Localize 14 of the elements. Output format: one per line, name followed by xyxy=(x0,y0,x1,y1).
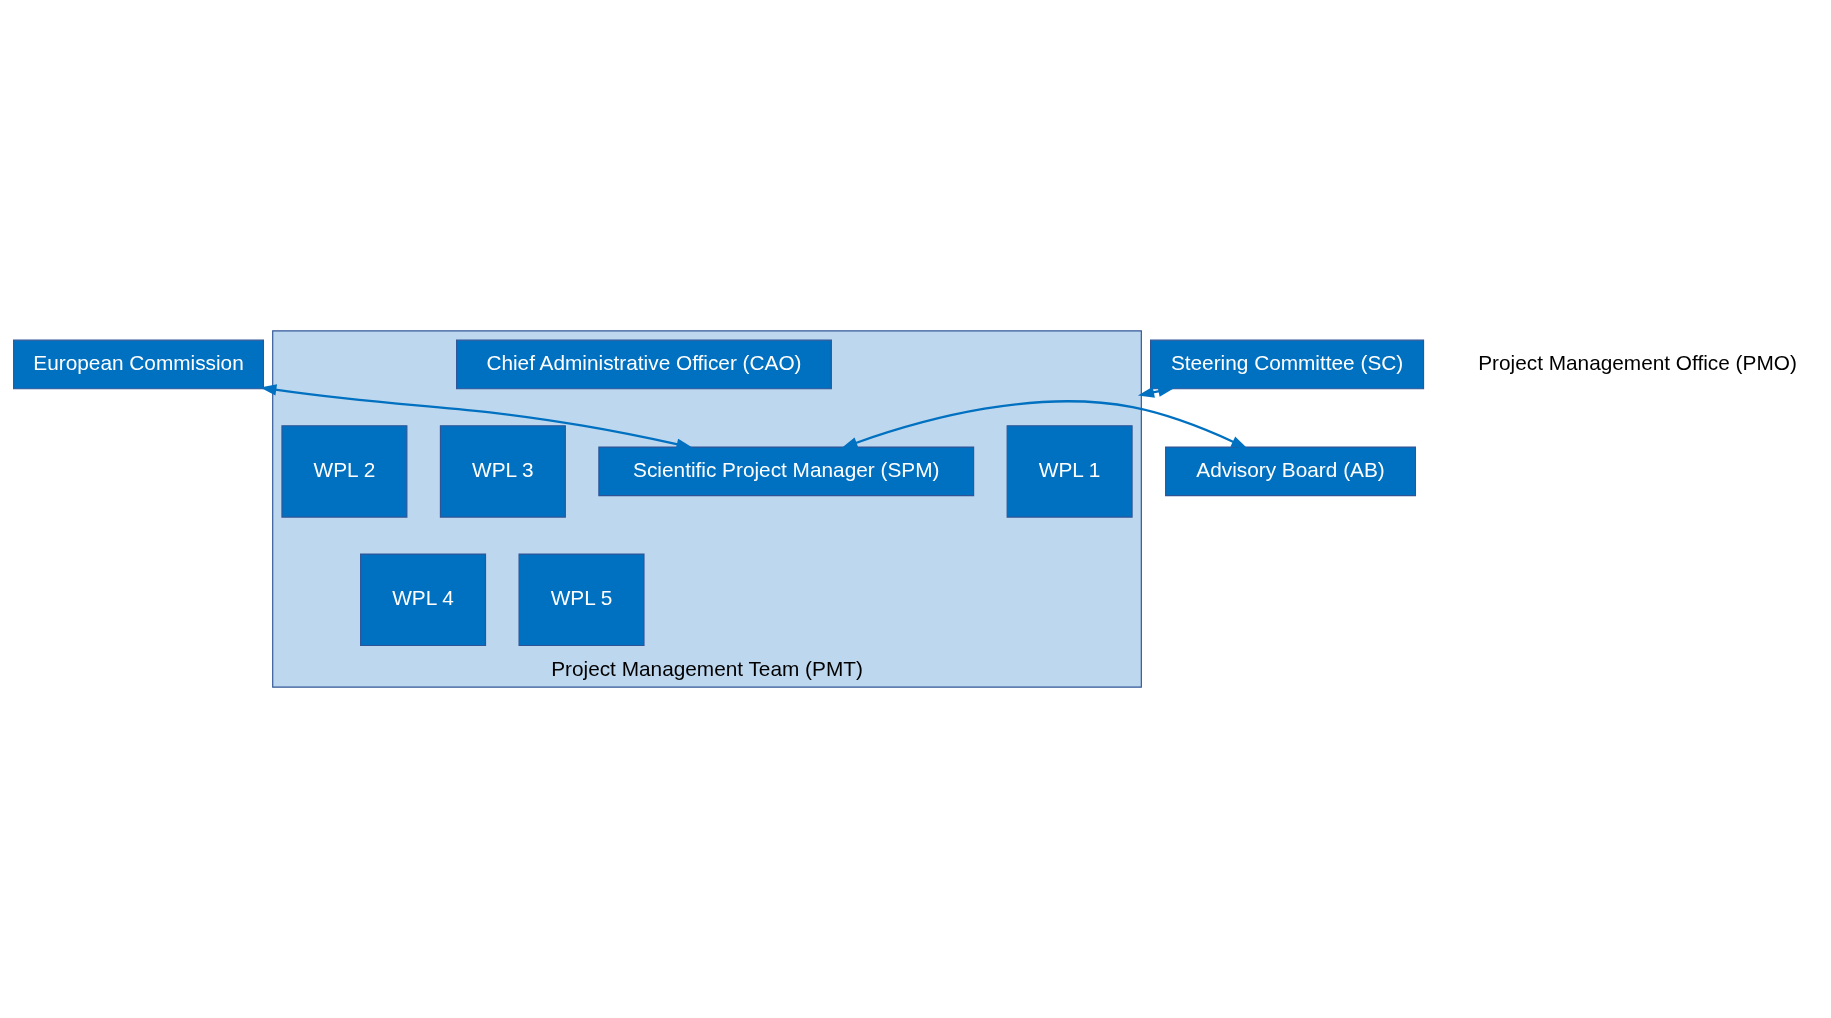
node-box: Scientific Project Manager (SPM) xyxy=(598,446,975,497)
node-box: European Commission xyxy=(13,339,265,390)
arrow xyxy=(841,400,1248,449)
node-box: Advisory Board (AB) xyxy=(1165,446,1417,497)
node-box: WPL 4 xyxy=(360,553,487,647)
node-box: WPL 1 xyxy=(1006,425,1133,518)
node-box: WPL 5 xyxy=(518,553,645,647)
arrow xyxy=(260,384,693,450)
label: Project Management Office (PMO) xyxy=(1478,350,1797,374)
node-box: WPL 2 xyxy=(281,425,408,518)
node-box: Chief Administrative Officer (CAO) xyxy=(456,339,832,390)
node-box: WPL 3 xyxy=(439,425,566,518)
node-box: Steering Committee (SC) xyxy=(1150,339,1425,390)
arrow xyxy=(1137,385,1175,398)
